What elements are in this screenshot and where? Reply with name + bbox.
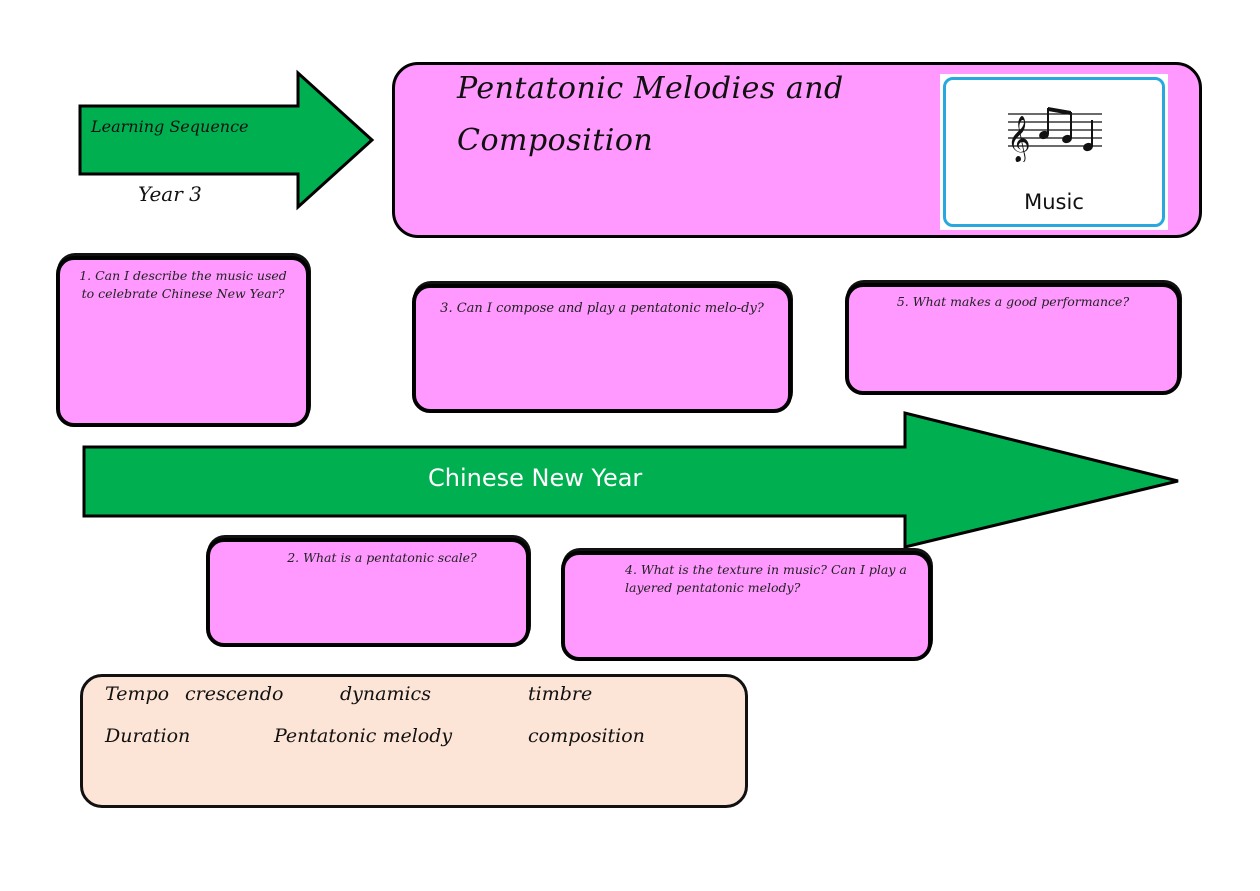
lesson-card-2[interactable]: 2. What is a pentatonic scale? — [206, 538, 530, 647]
timeline-label: Chinese New Year — [428, 464, 643, 492]
lesson-question: 3. Can I compose and play a pentatonic m… — [440, 301, 764, 316]
learning-sequence-label: Learning Sequence — [91, 117, 249, 136]
page-title-line-1: Pentatonic Melodies and — [457, 71, 844, 106]
music-notes-icon: 𝄞 — [1007, 107, 1102, 162]
subject-label: Music — [1024, 190, 1084, 214]
lesson-question: 4. What is the texture in music? Can I p… — [625, 562, 907, 595]
lesson-card-3[interactable]: 3. Can I compose and play a pentatonic m… — [412, 284, 792, 413]
lesson-question: 2. What is a pentatonic scale? — [287, 550, 477, 565]
lesson-question: 5. What makes a good performance? — [896, 294, 1130, 309]
vocab-word: composition — [528, 725, 645, 747]
vocab-word: crescendo — [185, 683, 284, 705]
page-title-line-2: Composition — [457, 123, 654, 158]
svg-text:𝄞: 𝄞 — [1007, 116, 1031, 162]
vocab-word: Pentatonic melody — [274, 725, 453, 747]
vocabulary-box: Tempo crescendo dynamics timbre Duration… — [80, 674, 748, 808]
lesson-question: 1. Can I describe the music used to cele… — [79, 268, 287, 301]
title-panel: Pentatonic Melodies and Composition 𝄞 — [392, 62, 1202, 238]
subject-badge: 𝄞 Music — [940, 74, 1168, 230]
learning-sequence-arrow-shape — [78, 69, 375, 211]
subject-badge-frame: 𝄞 Music — [943, 77, 1165, 227]
vocab-word: dynamics — [340, 683, 431, 705]
lesson-card-5[interactable]: 5. What makes a good performance? — [845, 283, 1181, 395]
lesson-card-1[interactable]: 1. Can I describe the music used to cele… — [56, 256, 310, 427]
vocab-word: Tempo — [105, 683, 170, 705]
vocab-word: timbre — [528, 683, 593, 705]
year-label: Year 3 — [138, 182, 202, 206]
lesson-card-4[interactable]: 4. What is the texture in music? Can I p… — [561, 551, 932, 661]
vocab-word: Duration — [105, 725, 191, 747]
timeline-arrow-shape — [82, 411, 1179, 549]
